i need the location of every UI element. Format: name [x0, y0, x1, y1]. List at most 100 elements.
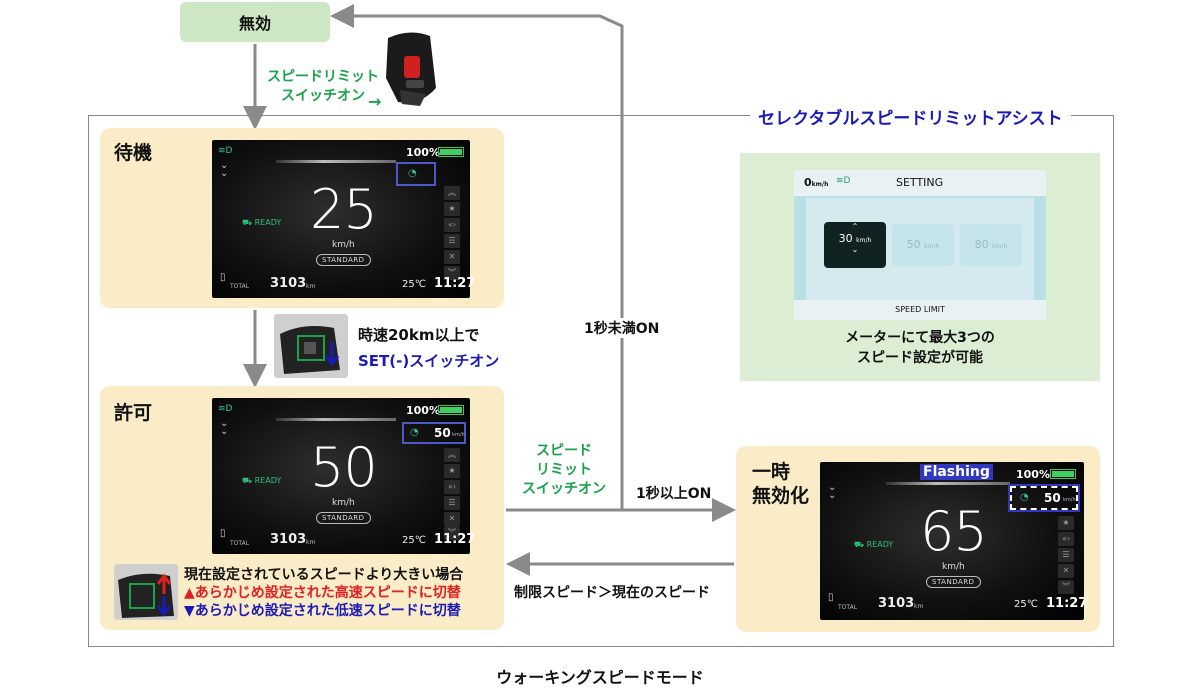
temperature: 25℃	[402, 279, 426, 290]
label-under-1s-on: 1秒未満ON	[582, 318, 662, 338]
speed-limit-indicator-box	[396, 162, 436, 186]
fuel-icon: ▯	[828, 592, 834, 603]
up-button-icon: ︽	[444, 448, 460, 462]
speed-unit: km/h	[332, 498, 355, 508]
label-over-1s-on: 1秒以上ON	[636, 486, 712, 502]
frame-title: セレクタブルスピードリミットアシスト	[750, 104, 1071, 129]
setting-title: SETTING	[896, 176, 944, 189]
nav-button-icon: «›	[1058, 532, 1074, 546]
arrow-to-disabled	[340, 14, 624, 510]
motorbike-icon: ⛟	[854, 540, 865, 549]
state-standby-label: 待機	[114, 142, 153, 164]
total-label: TOTAL	[230, 283, 250, 290]
setting-caption: メーターにて最大3つの スピード設定が可能	[845, 330, 995, 366]
ready-indicator: ⛟ READY	[242, 476, 282, 485]
label-limit-greater-than-current: 制限スピード＞現在のスピード	[514, 585, 710, 601]
nav-button-icon: «›	[444, 218, 460, 232]
flashing-label: Flashing	[920, 464, 993, 480]
speed-limit-indicator-box	[1008, 484, 1080, 512]
mode-badge: STANDARD	[316, 254, 371, 266]
star-icon: ★	[1058, 516, 1074, 530]
odometer-unit: km	[914, 603, 924, 610]
updown-switch-image	[114, 564, 178, 620]
setting-option-80[interactable]: 80 km/h	[960, 224, 1022, 266]
note-switch-high: ▲あらかじめ設定された高速スピードに切替	[184, 585, 461, 601]
odometer-unit: km	[306, 539, 316, 546]
battery-percent: 100%	[1016, 468, 1050, 481]
meter-permit: ≋D ⌄⌄ 100% ◔ 50 km/h ⛟ READY 50 km/h STA…	[212, 398, 475, 554]
clock: 11:27	[434, 276, 476, 291]
chevron-down-icon: ⌄⌄	[220, 418, 229, 437]
permit-notes: 現在設定されているスピードより大きい場合 ▲あらかじめ設定された高速スピードに切…	[184, 566, 463, 620]
odometer-value: 3103	[878, 596, 915, 611]
setting-speed: 0km/h	[804, 176, 829, 189]
temperature: 25℃	[1014, 599, 1038, 610]
fuel-icon: ▯	[220, 528, 226, 539]
setting-option-50[interactable]: 50 km/h	[892, 224, 954, 266]
speed-value: 50	[310, 436, 378, 499]
list-icon: ☰	[444, 496, 460, 510]
odometer-value: 3103	[270, 276, 307, 291]
speed-limit-gauge-icon: ◔	[1020, 492, 1029, 503]
speed-limit-indicator-box	[402, 422, 466, 444]
speed-limit-unit: km/h	[1063, 497, 1076, 503]
star-icon: ★	[444, 464, 460, 478]
walking-speed-mode-title: ウォーキングスピードモード	[496, 668, 704, 687]
odometer-value: 3103	[270, 532, 307, 547]
battery-icon	[438, 405, 464, 415]
state-standby: 待機 ≋D ⌄⌄ 100% ◔ ⛟ READY 25 km/h STANDARD…	[100, 128, 504, 308]
mute-icon: ✕	[1058, 564, 1074, 578]
nav-button-icon: «›	[444, 480, 460, 494]
speed-limit-gauge-icon: ◔	[408, 168, 417, 179]
setting-option-30[interactable]: ⌃ 30 km/h ⌄	[824, 222, 886, 268]
list-icon: ☰	[1058, 548, 1074, 562]
handlebar-switch-image	[380, 28, 440, 108]
note-switch-low: ▼あらかじめ設定された低速スピードに切替	[184, 603, 461, 619]
speed-limit-value: 50	[434, 426, 451, 440]
lights-icon: ≋D	[218, 146, 233, 156]
battery-icon	[438, 147, 464, 157]
state-pause-label: 一時 無効化	[752, 461, 810, 507]
total-label: TOTAL	[230, 540, 250, 547]
meter-pause: ⌄⌄ Flashing 100% ◔ 50 km/h ⛟ READY 65 km…	[820, 462, 1088, 620]
label-set-switch: 時速20km以上で SET(-)スイッチオン	[358, 326, 500, 370]
down-button-icon: ︾	[1058, 580, 1074, 594]
label-speed-limit-switch-on: スピードリミット スイッチオン	[267, 69, 379, 104]
temperature: 25℃	[402, 535, 426, 546]
odometer-unit: km	[306, 283, 316, 290]
set-switch-image	[274, 314, 348, 378]
battery-icon	[1050, 469, 1076, 479]
speed-limit-unit: km/h	[452, 432, 465, 438]
lights-icon: ≋D	[836, 176, 851, 186]
battery-percent: 100%	[406, 404, 440, 417]
state-permit: 許可 ≋D ⌄⌄ 100% ◔ 50 km/h ⛟ READY 50 km/h …	[100, 386, 504, 630]
label-speed-limit-switch: スピード リミット スイッチオン	[522, 443, 606, 497]
clock: 11:27	[434, 532, 476, 547]
clock: 11:27	[1046, 596, 1088, 611]
state-permit-label: 許可	[114, 402, 153, 424]
setting-screen: 0km/h ≋D SETTING ⌃ 30 km/h ⌄ 50 km/h 80 …	[794, 170, 1046, 320]
mute-icon: ✕	[444, 250, 460, 264]
chevron-down-icon: ⌄⌄	[220, 160, 229, 179]
speed-limit-gauge-icon: ◔	[410, 427, 419, 438]
down-button-icon: ︾	[444, 526, 460, 540]
selectable-speed-limit-assist-frame	[88, 115, 1114, 647]
mode-badge: STANDARD	[926, 576, 981, 588]
setting-header: 0km/h ≋D SETTING	[794, 170, 1046, 196]
lights-icon: ≋D	[218, 404, 233, 414]
motorbike-icon: ⛟	[242, 218, 253, 227]
chevron-down-icon: ⌄⌄	[828, 482, 837, 501]
state-pause: 一時 無効化 ⌄⌄ Flashing 100% ◔ 50 km/h ⛟ READ…	[736, 446, 1100, 632]
switch-pointer-arrow: →	[368, 92, 382, 111]
speed-value: 25	[310, 178, 378, 241]
mute-icon: ✕	[444, 512, 460, 526]
total-label: TOTAL	[838, 604, 858, 611]
note-larger-than-current: 現在設定されているスピードより大きい場合	[184, 567, 464, 583]
meter-standby: ≋D ⌄⌄ 100% ◔ ⛟ READY 25 km/h STANDARD ︽ …	[212, 140, 475, 298]
battery-percent: 100%	[406, 146, 440, 159]
ready-indicator: ⛟ READY	[854, 540, 894, 549]
down-button-icon: ︾	[444, 266, 460, 280]
motorbike-icon: ⛟	[242, 476, 253, 485]
ready-indicator: ⛟ READY	[242, 218, 282, 227]
